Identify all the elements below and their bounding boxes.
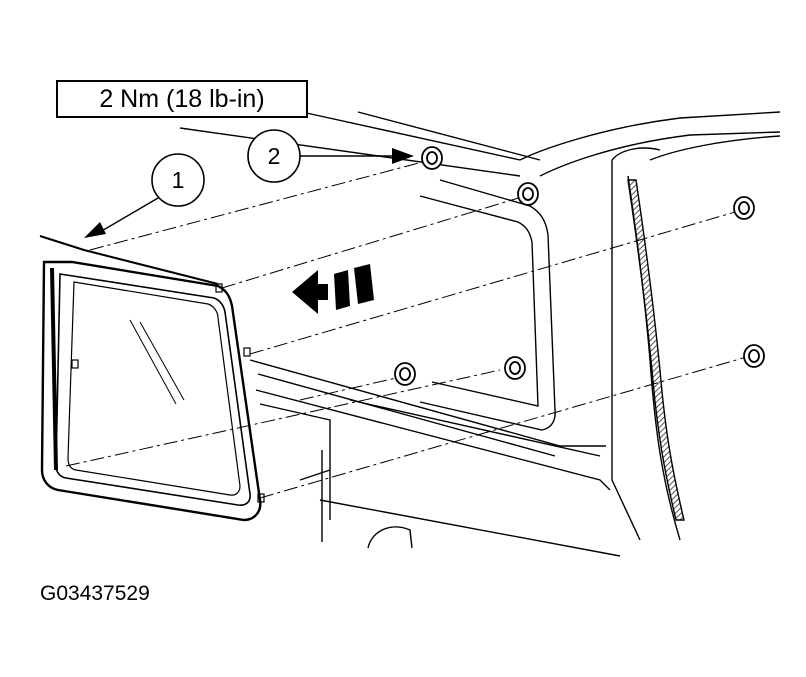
nut: [517, 182, 539, 206]
front-direction-arrow-icon: [292, 264, 374, 314]
figure-id: G03437529: [40, 582, 150, 605]
window-glass-assembly: [39, 235, 265, 522]
torque-spec-label: 2 Nm (18 lb-in): [56, 80, 308, 118]
nut: [504, 356, 526, 380]
nut: [394, 362, 416, 386]
callout-1: 1: [84, 153, 205, 238]
nuts: [394, 146, 765, 386]
alignment-lines: [65, 159, 751, 499]
vehicle-body: [179, 111, 781, 557]
callout-2: 2: [247, 129, 414, 183]
svg-text:2: 2: [268, 143, 281, 169]
nut: [743, 344, 765, 368]
nut: [733, 196, 755, 220]
svg-text:1: 1: [172, 167, 185, 193]
nut: [421, 146, 443, 170]
